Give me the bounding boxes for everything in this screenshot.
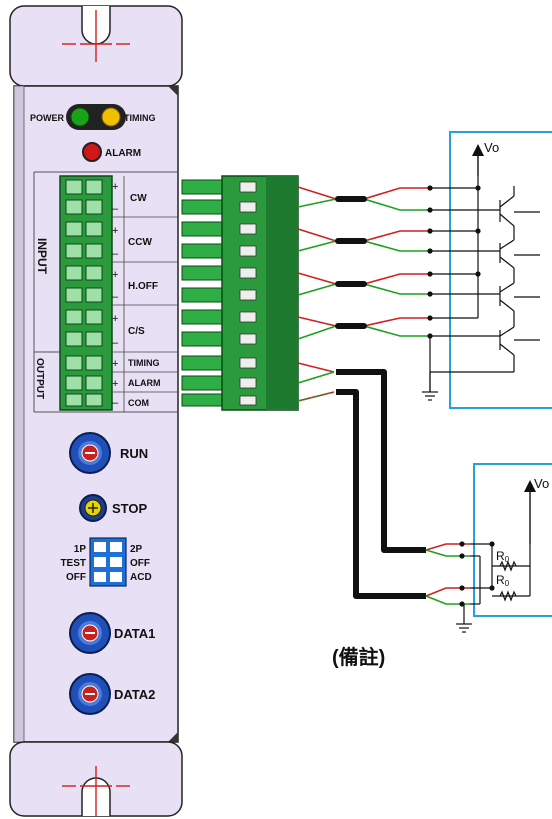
dip-left-test: TEST [60, 558, 86, 569]
power-led-icon [70, 107, 90, 127]
vo-label-top: Vo [484, 140, 499, 155]
junction-dots [459, 541, 495, 607]
dip-switch[interactable] [89, 537, 127, 587]
ground-icon-bottom [456, 623, 472, 633]
top-crosshair-icon [62, 10, 130, 62]
terminal-row-lines [112, 176, 178, 412]
dip-right-2p: 2P [130, 544, 143, 555]
dip-left-1p: 1P [74, 544, 87, 555]
plus-sign: + [112, 225, 118, 237]
vo-arrow-icon [472, 144, 484, 156]
input-circuit-box: Vo [422, 131, 552, 409]
minus-sign: – [112, 397, 119, 409]
terminal-screws [65, 179, 103, 407]
vo-arrow-icon [524, 480, 536, 492]
ground-icon-top [422, 371, 514, 401]
alarm-led-icon [82, 142, 102, 162]
plus-sign: + [112, 313, 118, 325]
terminal-com: – COM [112, 397, 149, 409]
terminal-label-timing: TIMING [128, 358, 160, 368]
data2-knob[interactable] [69, 673, 111, 715]
terminal-label-alarm: ALARM [128, 378, 161, 388]
transistor-icons [499, 186, 540, 372]
plus-sign: + [112, 269, 118, 281]
terminal-cs: + – C/S [112, 313, 145, 349]
resistor-icon [499, 590, 517, 602]
stop-label: STOP [112, 501, 147, 516]
plus-sign: + [112, 181, 118, 193]
run-knob[interactable] [69, 432, 111, 474]
connector-pins [181, 179, 225, 407]
minus-sign: – [112, 248, 119, 260]
output-circuit-box: Vo R0 R0 [456, 463, 552, 633]
dip-right-acd: ACD [130, 572, 152, 583]
alarm-led-label: ALARM [105, 148, 141, 159]
terminal-timing: + TIMING [112, 358, 160, 370]
note-label: (備註) [332, 645, 385, 669]
terminal-cw: + – CW [112, 181, 147, 215]
terminal-alarm: + ALARM [112, 378, 161, 390]
junction-dots [427, 185, 481, 339]
output-cables [336, 369, 426, 599]
bottom-crosshair-icon [62, 766, 130, 816]
wire-sleeves [335, 196, 367, 329]
output-group-label: OUTPUT [34, 358, 45, 399]
timing-led-label: TIMING [124, 113, 156, 123]
panel-side-rail [13, 85, 25, 743]
dip-right-off: OFF [130, 558, 150, 569]
input-group-label: INPUT [35, 238, 49, 275]
terminal-ccw: + – CCW [112, 225, 152, 260]
vo-label-bottom: Vo [534, 476, 549, 491]
connector-back [266, 176, 298, 410]
terminal-label-com: COM [128, 398, 149, 408]
timing-led-icon [101, 107, 121, 127]
connector-screw-slots [239, 181, 257, 406]
plus-sign: + [112, 358, 118, 370]
minus-sign: – [112, 337, 119, 349]
r0-label-1: R0 [496, 549, 510, 564]
terminal-label-cw: CW [130, 193, 147, 204]
data1-knob[interactable] [69, 612, 111, 654]
plus-sign: + [112, 378, 118, 390]
terminal-label-ccw: CCW [128, 237, 152, 248]
terminal-hoff: + – H.OFF [112, 269, 158, 303]
corner-mark [168, 86, 178, 96]
r0-label-2: R0 [496, 573, 510, 588]
plug-connector [181, 175, 299, 411]
dip-left-off: OFF [66, 572, 86, 583]
output-cable-ends [425, 543, 470, 605]
terminal-label-hoff: H.OFF [128, 281, 158, 292]
data1-label: DATA1 [114, 626, 155, 641]
corner-mark [168, 732, 178, 742]
power-label: POWER [30, 113, 65, 123]
minus-sign: – [112, 291, 119, 303]
minus-sign: – [112, 203, 119, 215]
driver-panel: POWER TIMING ALARM INPUT OUTPUT [9, 5, 183, 817]
terminal-label-cs: C/S [128, 326, 145, 337]
run-label: RUN [120, 446, 148, 461]
signal-wires [297, 186, 430, 402]
data2-label: DATA2 [114, 687, 155, 702]
resistor-icon [499, 560, 517, 572]
stop-knob[interactable] [79, 494, 107, 522]
